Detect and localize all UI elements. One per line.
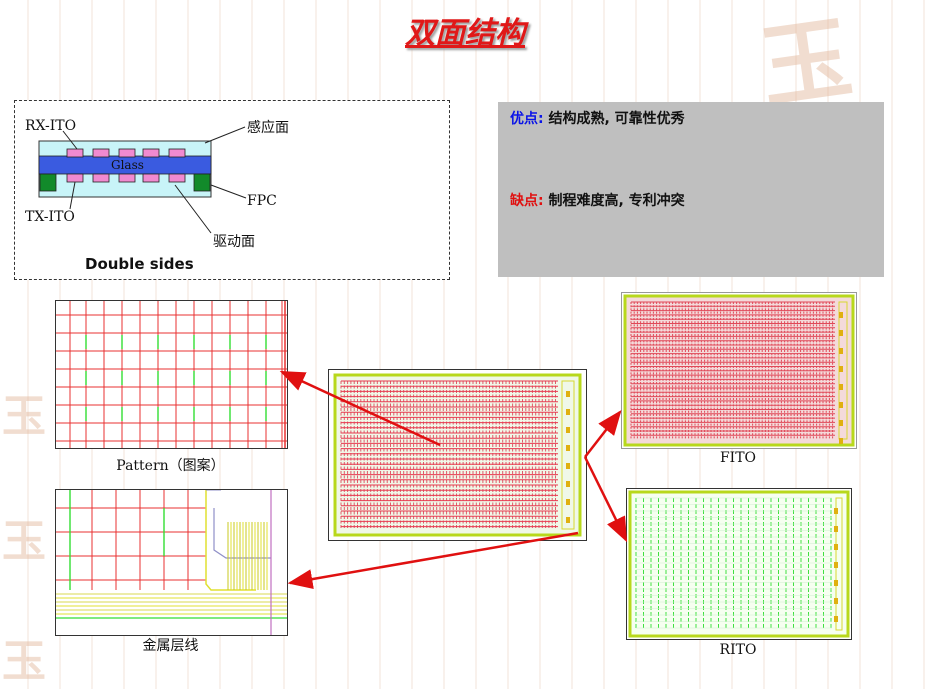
panel-routing-pad: [566, 517, 570, 523]
watermark-seal-left-2: 玉: [2, 516, 46, 567]
leader-lines: [62, 126, 247, 234]
watermark-seal-left-3: 玉: [2, 636, 46, 687]
metal-layer-caption: 金属层线: [142, 638, 199, 654]
panel-routing-pad: [566, 481, 570, 487]
panel-frame: [628, 490, 850, 638]
panel-routing-pad: [566, 445, 570, 451]
pros-cons-box: 优点: 结构成熟, 可靠性优秀 缺点: 制程难度高, 专利冲突: [498, 102, 884, 277]
pattern-image: [55, 300, 288, 449]
glass-label: Glass: [111, 158, 144, 172]
sensing-face-label: 感应面: [247, 120, 289, 136]
metal-layer-image: [55, 489, 288, 636]
pros-text: 结构成熟, 可靠性优秀: [548, 111, 685, 127]
double-sides-caption: Double sides: [85, 255, 194, 273]
tx-ito-label: TX-ITO: [25, 209, 75, 225]
fpc-left-block: [39, 173, 57, 192]
panel-routing-pad: [839, 438, 843, 444]
double-sides-diagram-box: RX-ITO 感应面 Glass FPC TX-ITO 驱动面 Double s…: [14, 100, 450, 280]
panel-routing-pad: [566, 391, 570, 397]
fito-image: [621, 292, 857, 449]
panel-routing-pad: [834, 544, 838, 550]
cons-line: 缺点: 制程难度高, 专利冲突: [510, 190, 685, 210]
full-panel-image: [328, 369, 587, 541]
panel-routing-pad: [834, 508, 838, 514]
fpc-label: FPC: [247, 193, 277, 209]
driving-face-label: 驱动面: [213, 234, 255, 250]
panel-routing-pad: [839, 402, 843, 408]
panel-routing-pad: [834, 598, 838, 604]
arrow-to-fito: [584, 410, 622, 458]
cons-text: 制程难度高, 专利冲突: [548, 193, 685, 209]
cons-key: 缺点:: [510, 193, 544, 209]
rx-ito-pads: [66, 148, 186, 158]
panel-routing-pad: [834, 562, 838, 568]
pros-key: 优点:: [510, 111, 544, 127]
arrow-to-rito: [583, 456, 628, 543]
panel-routing-pad: [839, 348, 843, 354]
panel-routing-pad: [566, 427, 570, 433]
fpc-right-block: [193, 173, 211, 192]
panel-routing-pad: [839, 384, 843, 390]
pattern-caption: Pattern（图案）: [116, 458, 225, 474]
pros-line: 优点: 结构成熟, 可靠性优秀: [510, 108, 685, 128]
panel-routing-pad: [839, 420, 843, 426]
panel-routing-pad: [566, 409, 570, 415]
page-title: 双面结构: [405, 16, 525, 51]
panel-routing-pad: [839, 330, 843, 336]
panel-routing-pad: [834, 616, 838, 622]
panel-routing-pad: [566, 463, 570, 469]
cross-section-svg: [38, 126, 247, 234]
panel-routing-pad: [839, 366, 843, 372]
panel-routing-pad: [566, 499, 570, 505]
rx-ito-label: RX-ITO: [25, 118, 77, 134]
watermark-seal-left-1: 玉: [2, 391, 46, 442]
panel-routing-pad: [839, 312, 843, 318]
panel-routing-pad: [834, 580, 838, 586]
rito-image: [626, 488, 852, 640]
tx-ito-pads: [66, 173, 186, 183]
rito-caption: RITO: [719, 642, 757, 658]
fito-caption: FITO: [719, 450, 757, 466]
panel-routing-pad: [834, 526, 838, 532]
panel-routing-column: [561, 380, 575, 530]
